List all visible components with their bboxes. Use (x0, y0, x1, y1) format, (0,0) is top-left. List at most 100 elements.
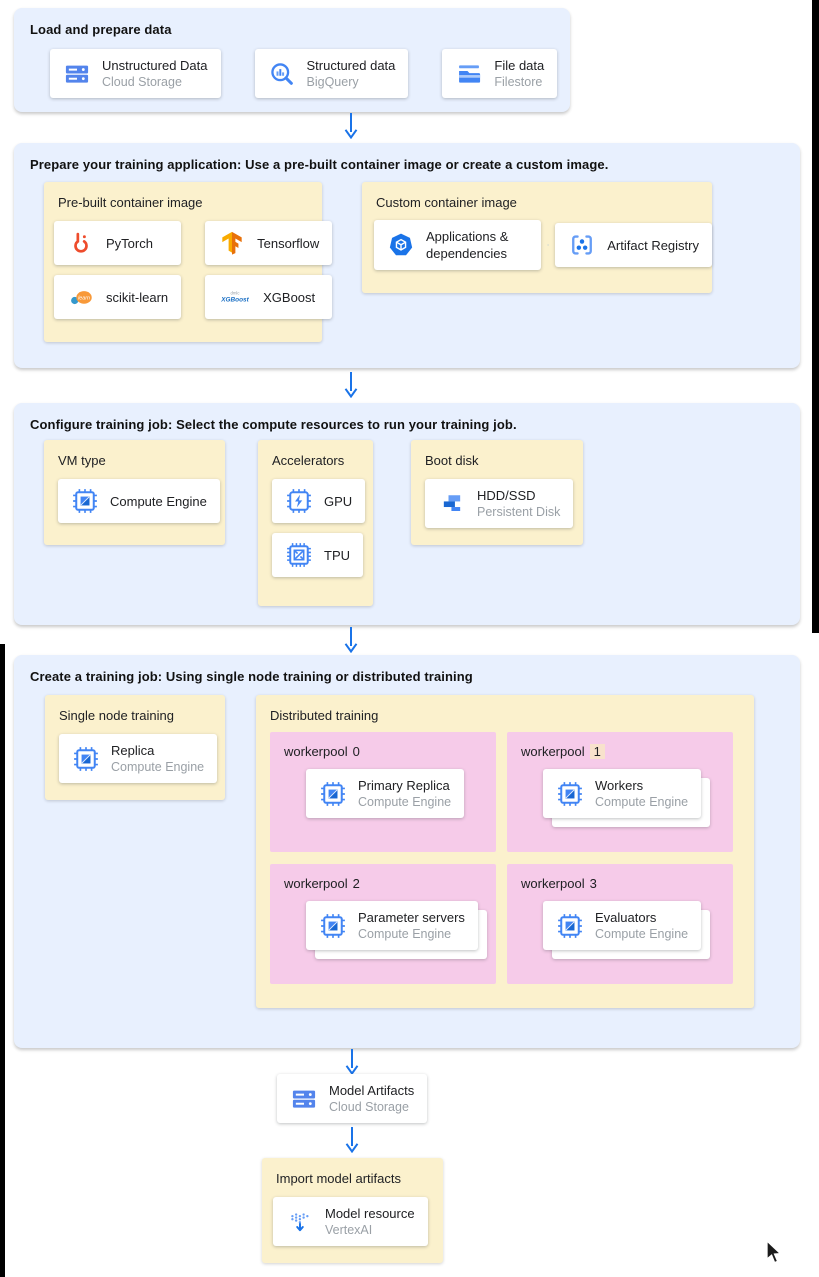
compute-engine-icon (72, 745, 100, 773)
flow-arrow-down-icon (343, 113, 359, 139)
vertex-ai-icon (286, 1208, 314, 1236)
card-gpu: GPU (272, 479, 366, 523)
card-structured-data: Structured data BigQuery (254, 49, 409, 98)
card-title: Evaluators (595, 910, 657, 925)
flow-arrow-down-icon (344, 1049, 360, 1075)
cloud-storage-icon (63, 60, 91, 88)
card-primary-replica: Primary Replica Compute Engine (306, 769, 465, 818)
applications-icon (387, 231, 415, 259)
card-subtitle: Compute Engine (595, 927, 689, 941)
card-replica: Replica Compute Engine (59, 734, 218, 783)
card-compute-engine: Compute Engine (58, 479, 220, 523)
section-configure-training-job: Configure training job: Select the compu… (14, 403, 800, 625)
tpu-icon (285, 541, 313, 569)
flow-arrow-right-icon (547, 237, 549, 253)
card-subtitle: Filestore (494, 75, 543, 89)
group-import-model-artifacts: Import model artifacts Model resource Ve… (262, 1158, 443, 1263)
flow-arrow-down-icon (343, 372, 359, 398)
section-title: Prepare your training application: Use a… (30, 157, 609, 172)
card-title: File data (494, 58, 545, 73)
card-hdd-ssd: HDD/SSD Persistent Disk (425, 479, 574, 528)
card-title: XGBoost (263, 289, 316, 305)
card-subtitle: Cloud Storage (329, 1100, 409, 1114)
card-title: Compute Engine (110, 493, 207, 509)
screenshot-crop-bar-right (812, 0, 819, 633)
card-title: Model resource (325, 1206, 415, 1221)
persistent-disk-icon (438, 490, 466, 518)
card-subtitle: VertexAI (325, 1223, 373, 1237)
card-title: Applications & dependencies (426, 229, 509, 261)
cloud-storage-icon (290, 1085, 318, 1113)
compute-engine-icon (556, 780, 584, 808)
compute-engine-icon (319, 780, 347, 808)
card-title: PyTorch (106, 235, 153, 251)
pytorch-icon (67, 229, 95, 257)
card-title: scikit-learn (106, 289, 169, 305)
section-load-and-prepare-data: Load and prepare data Unstructured Data … (14, 8, 570, 112)
group-title: Accelerators (272, 453, 345, 468)
card-workers: Workers Compute Engine (543, 769, 702, 818)
card-title: Workers (595, 778, 644, 793)
card-file-data: File data Filestore (442, 49, 558, 98)
card-title: HDD/SSD (477, 488, 536, 503)
group-title: Custom container image (376, 195, 517, 210)
card-model-resource: Model resource VertexAI (273, 1197, 428, 1246)
card-tensorflow: Tensorflow (205, 221, 333, 265)
group-prebuilt-container-image: Pre-built container image PyTorch Tensor… (44, 182, 333, 342)
card-title: Parameter servers (358, 910, 465, 925)
section-title: Configure training job: Select the compu… (30, 417, 517, 432)
group-custom-container-image: Custom container image Applications & de… (362, 182, 712, 293)
section-prepare-training-application: Prepare your training application: Use a… (14, 143, 800, 368)
card-model-artifacts: Model Artifacts Cloud Storage (277, 1074, 428, 1123)
card-title: Primary Replica (358, 778, 450, 793)
section-title: Create a training job: Using single node… (30, 669, 473, 684)
group-title: Pre-built container image (58, 195, 203, 210)
group-title: Distributed training (270, 708, 379, 723)
card-title: Model Artifacts (329, 1083, 415, 1098)
mouse-cursor-icon (766, 1239, 782, 1264)
compute-engine-icon (319, 912, 347, 940)
group-boot-disk: Boot disk HDD/SSD Persistent Disk (411, 440, 583, 545)
group-accelerators: Accelerators GPU TPU (258, 440, 373, 606)
scikit-learn-icon (67, 283, 95, 311)
card-subtitle: Compute Engine (358, 927, 452, 941)
flow-arrow-down-icon (344, 1127, 360, 1153)
card-scikit-learn: scikit-learn (54, 275, 182, 319)
group-title: VM type (58, 453, 106, 468)
group-title: Import model artifacts (276, 1171, 401, 1186)
card-unstructured-data: Unstructured Data Cloud Storage (50, 49, 221, 98)
card-artifact-registry: Artifact Registry (555, 223, 712, 267)
card-title: Structured data (306, 58, 396, 73)
group-title: Boot disk (425, 453, 479, 468)
filestore-icon (455, 60, 483, 88)
card-tpu: TPU (272, 533, 363, 577)
highlighted-number: 1 (589, 744, 605, 759)
card-subtitle: BigQuery (306, 75, 359, 89)
card-title: GPU (324, 493, 353, 509)
card-title: TPU (324, 547, 350, 563)
card-subtitle: Compute Engine (358, 795, 452, 809)
card-subtitle: Compute Engine (111, 760, 205, 774)
flow-arrow-down-icon (343, 627, 359, 653)
card-subtitle: Cloud Storage (102, 75, 182, 89)
section-create-training-job: Create a training job: Using single node… (14, 655, 800, 1048)
section-title: Load and prepare data (30, 22, 172, 37)
group-vm-type: VM type Compute Engine (44, 440, 225, 545)
xgboost-icon (218, 283, 252, 311)
screenshot-crop-bar-left (0, 644, 5, 1277)
card-subtitle: Compute Engine (595, 795, 689, 809)
compute-engine-icon (556, 912, 584, 940)
card-pytorch: PyTorch (54, 221, 182, 265)
card-title: Artifact Registry (607, 237, 699, 253)
card-title: Replica (111, 743, 155, 758)
compute-engine-icon (71, 487, 99, 515)
artifact-registry-icon (568, 231, 596, 259)
